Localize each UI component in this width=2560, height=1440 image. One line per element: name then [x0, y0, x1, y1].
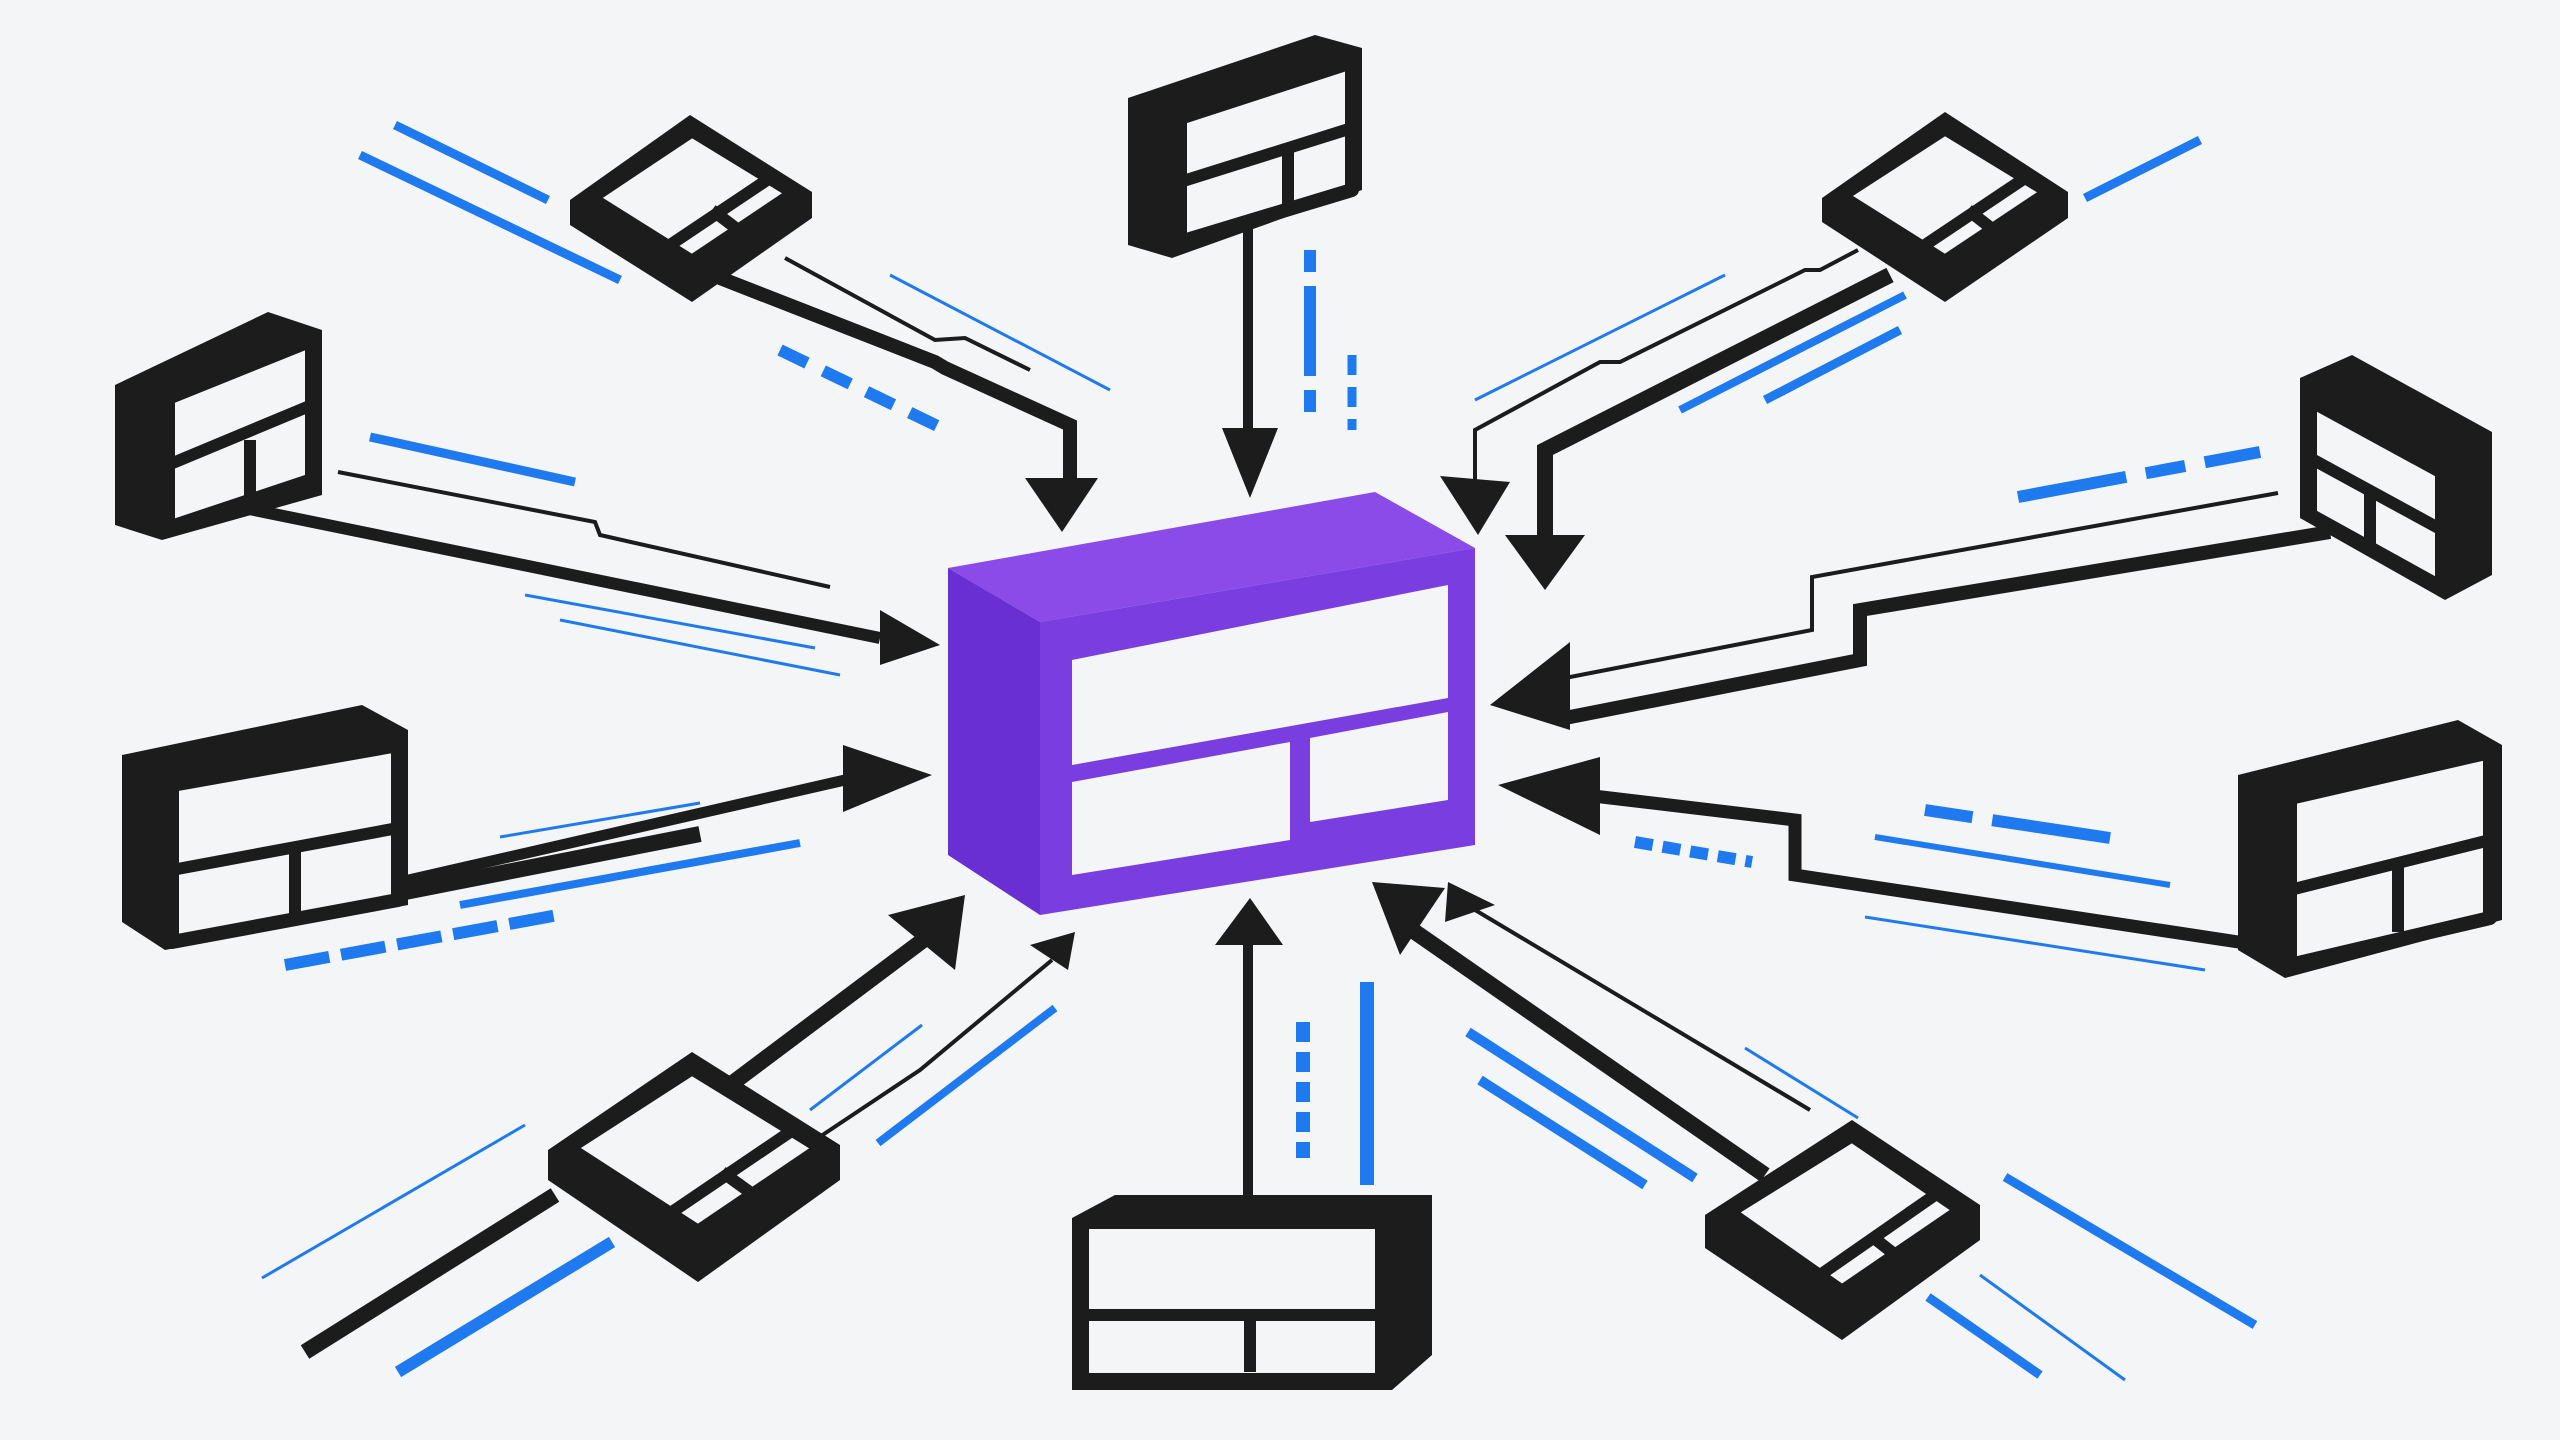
- accent-line: [1678, 291, 1907, 414]
- accent-line: [393, 120, 550, 205]
- accent-line: [283, 909, 560, 971]
- accent-line: [809, 1023, 923, 1112]
- accent-line: [1762, 326, 1903, 404]
- module-bottom-center[interactable]: [1072, 1195, 1432, 1390]
- connector-top-center-to-hub: [1222, 225, 1278, 498]
- module-right-upper[interactable]: [2300, 355, 2492, 600]
- accent-line: [875, 1004, 1058, 1147]
- window-layout-icon: [1082, 1309, 1382, 1372]
- connector-bottom-left-panel-to-hub: [300, 895, 1075, 1359]
- accent-line: [1874, 834, 2171, 888]
- connector-left-upper-to-hub: [213, 470, 940, 665]
- accent-line: [261, 1123, 526, 1280]
- accent-line: [1465, 1027, 1698, 1183]
- window-layout-icon: [1072, 585, 1448, 875]
- module-right-lower[interactable]: [2238, 720, 2502, 978]
- module-bottom-left-panel[interactable]: [548, 1052, 840, 1282]
- module-bottom-right-panel[interactable]: [1705, 1120, 1980, 1340]
- window-layout-icon: [2288, 834, 2492, 932]
- accent-line: [777, 344, 953, 438]
- connector-right-upper-to-hub: [1490, 491, 2332, 730]
- accent-line: [889, 273, 1111, 392]
- accent-line: [1744, 1046, 1859, 1120]
- connectors: [213, 225, 2332, 1359]
- module-top-right-panel[interactable]: [1822, 112, 2068, 302]
- accent-line: [394, 1236, 616, 1378]
- accent-line: [2016, 446, 2262, 503]
- accent-line: [559, 618, 841, 677]
- tilted-panel-icon: [1816, 1190, 1939, 1280]
- accent-line: [2002, 1173, 2258, 1329]
- accent-line: [2082, 135, 2203, 203]
- connector-left-lower-to-hub: [398, 745, 932, 901]
- accent-line: [1633, 836, 1754, 868]
- connector-top-right-panel-to-hub: [1440, 248, 1894, 590]
- accent-line: [369, 432, 576, 487]
- accent-lines: [261, 120, 2262, 1382]
- tilted-panel-icon: [666, 173, 774, 250]
- accent-line: [1924, 804, 2111, 844]
- module-left-lower[interactable]: [122, 705, 408, 950]
- accent-line: [1979, 1273, 2126, 1382]
- accent-line: [1864, 915, 2206, 972]
- window-layout-icon: [2307, 452, 2445, 550]
- module-top-left-panel[interactable]: [570, 115, 812, 302]
- connector-bottom-center-to-hub: [1215, 898, 1283, 1195]
- module-top-center[interactable]: [1128, 35, 1362, 258]
- tilted-panel-icon: [668, 1127, 794, 1217]
- accent-line: [358, 150, 622, 285]
- window-layout-icon: [165, 399, 315, 498]
- window-layout-icon: [170, 822, 400, 918]
- accent-line: [499, 801, 701, 839]
- central-hub-module[interactable]: [948, 492, 1475, 915]
- accent-line: [1474, 273, 1726, 402]
- accent-line: [1477, 1075, 1648, 1190]
- accent-line: [1925, 1293, 2043, 1379]
- accent-line: [524, 593, 816, 650]
- module-left-upper[interactable]: [115, 312, 322, 540]
- tilted-panel-icon: [1921, 173, 2029, 250]
- connector-right-lower-to-hub: [1498, 757, 2246, 950]
- window-layout-icon: [1178, 122, 1354, 205]
- connector-top-left-panel-to-hub: [717, 256, 1098, 532]
- connector-bottom-right-panel-to-hub: [1372, 882, 1812, 1182]
- accent-line: [459, 839, 801, 909]
